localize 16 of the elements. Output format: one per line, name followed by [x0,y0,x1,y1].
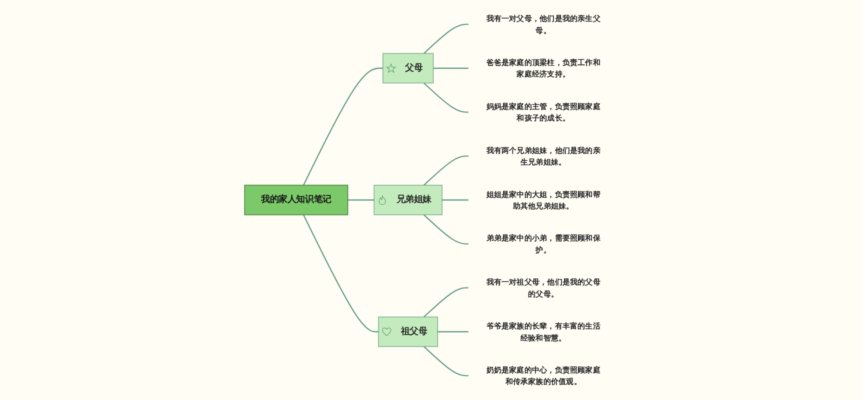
connector [348,199,374,201]
connector [433,68,468,69]
connector [424,287,468,318]
connector [424,24,468,54]
connector [442,199,468,201]
connector [438,331,468,332]
node-box: 我的家人知识笔记 [244,184,348,216]
connector [424,82,468,113]
node-box: 兄弟姐妹 [374,184,442,216]
connector [302,214,378,332]
connector [424,346,468,376]
connector [302,68,383,186]
node-box: 祖父母 [378,316,438,347]
connector [424,214,468,245]
node-box: 父母 [382,53,434,84]
connector [424,155,468,186]
